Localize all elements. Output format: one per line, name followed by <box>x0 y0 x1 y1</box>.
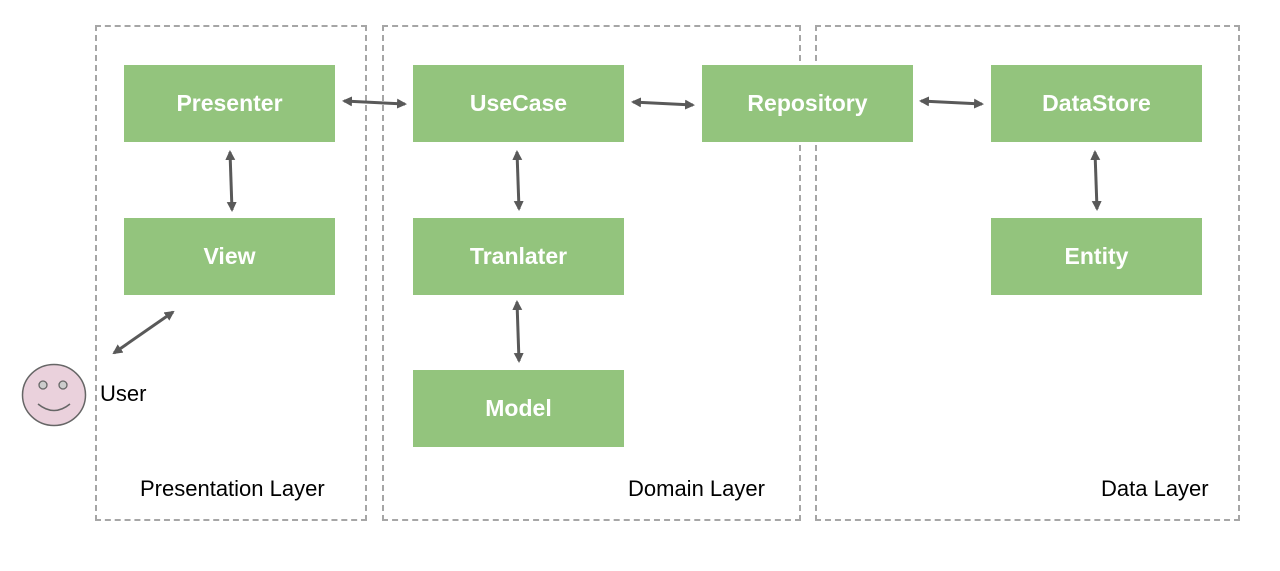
presentation-layer-label: Presentation Layer <box>140 476 325 501</box>
translater-node: Tranlater <box>413 218 624 295</box>
entity-node: Entity <box>991 218 1202 295</box>
datastore-node: DataStore <box>991 65 1202 142</box>
user-label: User <box>100 381 147 406</box>
smiley-face-icon <box>21 363 87 427</box>
arrow-presenter-view <box>225 150 237 212</box>
data-layer-label: Data Layer <box>1101 476 1209 501</box>
arrow-usecase-translater <box>512 150 524 211</box>
arrow-usecase-repository <box>631 97 695 110</box>
presentation-layer <box>95 25 367 521</box>
arrow-presenter-usecase <box>342 96 407 109</box>
presenter-node: Presenter <box>124 65 335 142</box>
usecase-node: UseCase <box>413 65 624 142</box>
repository-node: Repository <box>702 65 913 142</box>
model-node: Model <box>413 370 624 447</box>
domain-layer-label: Domain Layer <box>628 476 765 501</box>
arrow-translater-model <box>512 300 524 363</box>
domain-layer <box>382 25 801 521</box>
data-layer <box>815 25 1240 521</box>
view-node: View <box>124 218 335 295</box>
arrow-user-view <box>112 310 175 355</box>
arrow-datastore-entity <box>1090 150 1102 211</box>
arrow-repository-datastore <box>919 96 984 109</box>
